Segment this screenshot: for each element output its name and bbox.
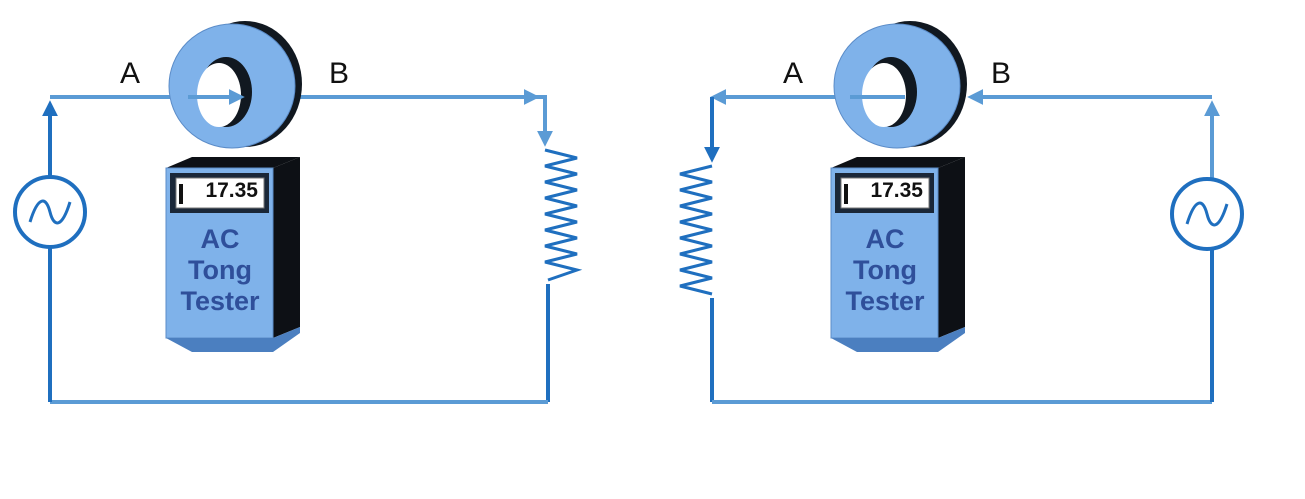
- left-resistor-icon: [544, 148, 583, 282]
- right-label-a: A: [783, 57, 803, 90]
- right-meter-line1: AC: [866, 224, 905, 254]
- right-meter: 17.35 AC Tong Tester: [830, 157, 965, 352]
- right-resistor-icon: [679, 164, 713, 296]
- right-meter-line2: Tong: [853, 255, 917, 285]
- right-tong-ring: [833, 21, 967, 149]
- right-meter-reading: 17.35: [870, 179, 923, 202]
- left-ac-source-icon: [13, 175, 87, 249]
- left-meter-reading: 17.35: [205, 179, 258, 202]
- left-wires: [42, 89, 553, 404]
- right-wires: [704, 89, 1220, 404]
- left-meter-line3: Tester: [180, 286, 260, 316]
- left-meter: 17.35 AC Tong Tester: [165, 157, 300, 352]
- right-label-b: B: [991, 57, 1011, 90]
- left-meter-line1: AC: [201, 224, 240, 254]
- left-label-b: B: [329, 57, 349, 90]
- right-meter-line3: Tester: [845, 286, 925, 316]
- left-circuit: 17.35 AC Tong Tester A B: [13, 21, 583, 404]
- left-label-a: A: [120, 57, 140, 90]
- right-circuit: 17.35 AC Tong Tester A B: [679, 21, 1244, 404]
- left-meter-line2: Tong: [188, 255, 252, 285]
- left-wire-to-resistor: [535, 95, 553, 147]
- left-tong-ring: [168, 21, 302, 149]
- right-ac-source-icon: [1170, 177, 1244, 251]
